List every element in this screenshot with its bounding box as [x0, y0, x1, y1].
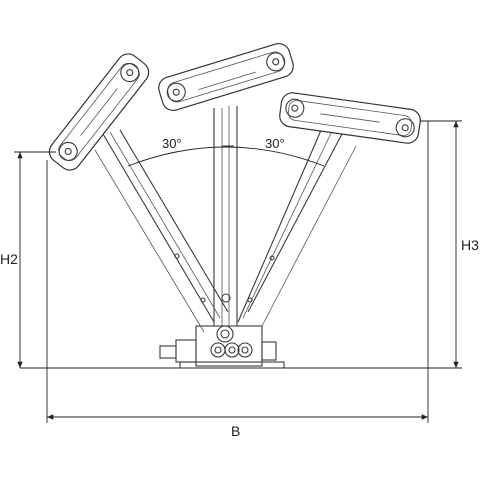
angle-left-label: 30° [162, 136, 182, 151]
right-plate [279, 92, 421, 144]
left-arm [94, 129, 229, 333]
dimension-h2 [14, 151, 56, 368]
height-right-label: H3 [461, 237, 479, 253]
left-plate [48, 53, 150, 171]
center-mast [213, 106, 238, 326]
center-plate [158, 42, 294, 112]
right-arm [237, 127, 357, 327]
dimension-h3 [420, 120, 462, 368]
height-left-label: H2 [0, 251, 18, 267]
dimension-b [46, 121, 429, 423]
base-unit [159, 325, 285, 369]
angle-right-label: 30° [265, 136, 285, 151]
base-width-label: B [231, 423, 240, 439]
angle-arc [127, 146, 325, 167]
